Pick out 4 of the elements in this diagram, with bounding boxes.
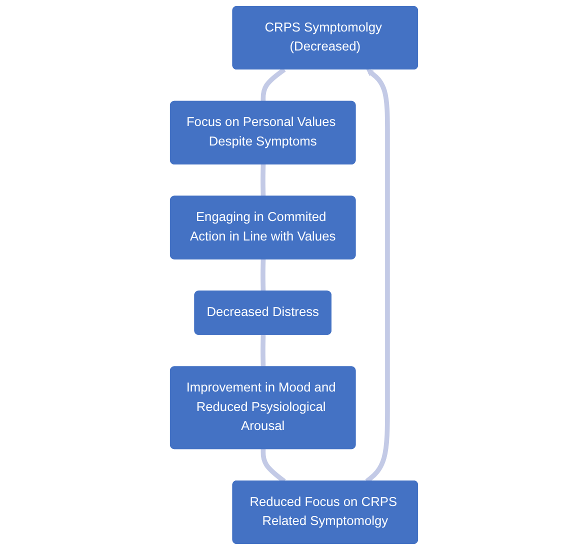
connector bbox=[260, 164, 266, 197]
connector bbox=[260, 259, 266, 292]
connector bbox=[260, 334, 266, 368]
connector bbox=[260, 68, 286, 102]
